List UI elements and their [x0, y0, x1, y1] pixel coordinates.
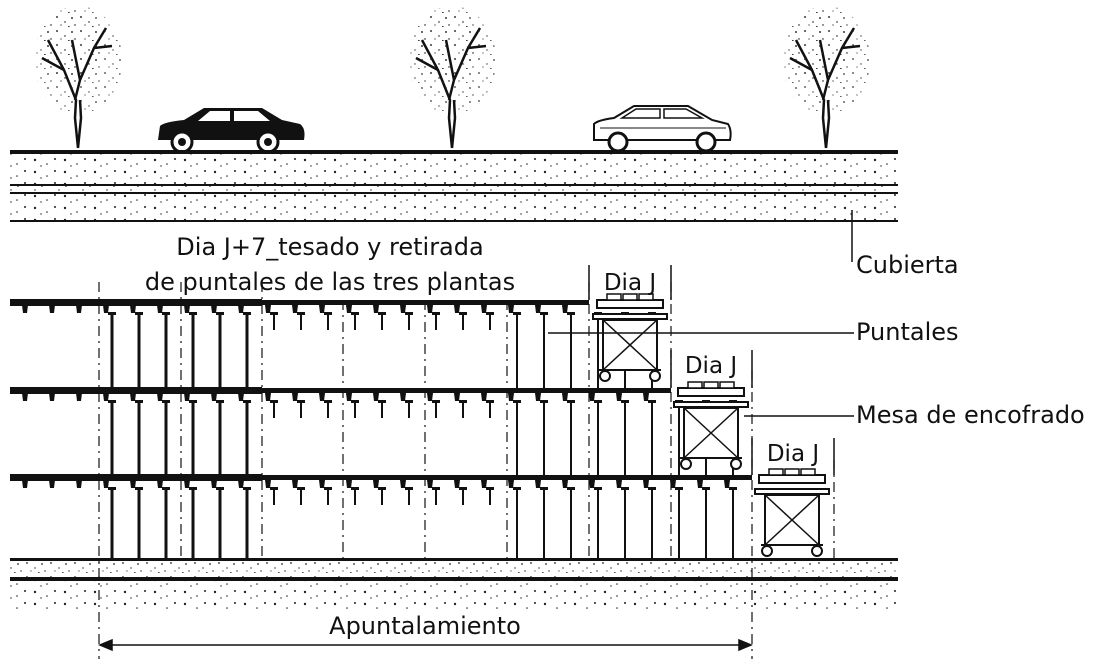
- leader-lines: [548, 332, 854, 417]
- prop: [486, 400, 494, 418]
- prop: [540, 312, 548, 388]
- prop: [432, 400, 440, 418]
- prop: [297, 312, 305, 330]
- formwork-table-icon: [592, 293, 830, 557]
- prop: [189, 312, 197, 388]
- tree-icon: [408, 6, 496, 149]
- prop: [378, 400, 386, 418]
- prop: [513, 487, 521, 558]
- prop: [486, 487, 494, 505]
- prop: [621, 400, 629, 475]
- prop: [270, 400, 278, 418]
- prop: [648, 487, 656, 558]
- prop: [108, 312, 116, 388]
- prop: [567, 487, 575, 558]
- formwork-table: [754, 468, 830, 557]
- prop: [216, 400, 224, 475]
- dimension-line: [98, 638, 753, 652]
- day-label-frames: [588, 265, 835, 475]
- prop-icon: [108, 312, 737, 558]
- label-cubierta: Cubierta: [856, 251, 959, 279]
- prop: [594, 487, 602, 558]
- floor-slab: [10, 474, 752, 488]
- prop: [324, 400, 332, 418]
- prop: [540, 400, 548, 475]
- prop: [351, 487, 359, 505]
- prop: [648, 400, 656, 475]
- prop: [108, 487, 116, 558]
- formwork-table: [592, 293, 668, 382]
- prop: [405, 487, 413, 505]
- prop: [621, 487, 629, 558]
- prop: [270, 487, 278, 505]
- prop: [675, 487, 683, 558]
- floor-slabs: [10, 299, 752, 488]
- phase-title-line2: de puntales de las tres plantas: [145, 268, 515, 296]
- prop: [324, 487, 332, 505]
- prop: [297, 487, 305, 505]
- day-label-3: Dia J: [767, 441, 819, 467]
- car-icon: [158, 108, 305, 154]
- label-puntales: Puntales: [856, 318, 959, 346]
- prop: [324, 312, 332, 330]
- prop: [378, 312, 386, 330]
- car-icon: [593, 105, 732, 153]
- street-level: [10, 6, 898, 262]
- phase-title-line1: Dia J+7_tesado y retirada: [176, 233, 483, 261]
- prop: [432, 487, 440, 505]
- prop: [432, 312, 440, 330]
- prop: [162, 312, 170, 388]
- prop: [243, 400, 251, 475]
- prop: [216, 487, 224, 558]
- prop: [216, 312, 224, 388]
- prop: [513, 400, 521, 475]
- day-label-2: Dia J: [685, 353, 737, 379]
- prop: [729, 487, 737, 558]
- prop: [378, 487, 386, 505]
- prop: [243, 487, 251, 558]
- prop: [135, 312, 143, 388]
- prop: [297, 400, 305, 418]
- prop: [162, 400, 170, 475]
- formwork-table: [673, 381, 749, 470]
- prop: [540, 487, 548, 558]
- floor-slab: [10, 299, 589, 313]
- prop: [108, 400, 116, 475]
- prop: [594, 400, 602, 475]
- prop: [459, 312, 467, 330]
- day-label-1: Dia J: [604, 270, 656, 296]
- prop: [459, 400, 467, 418]
- tree-icon: [782, 6, 870, 149]
- prop: [486, 312, 494, 330]
- prop: [567, 312, 575, 388]
- prop: [243, 312, 251, 388]
- prop: [351, 400, 359, 418]
- prop: [135, 487, 143, 558]
- prop: [162, 487, 170, 558]
- prop: [459, 487, 467, 505]
- tree-icon: [34, 6, 122, 149]
- prop: [189, 400, 197, 475]
- prop: [513, 312, 521, 388]
- prop: [702, 487, 710, 558]
- label-mesa-encofrado: Mesa de encofrado: [856, 401, 1085, 429]
- prop: [135, 400, 143, 475]
- label-apuntalamiento: Apuntalamiento: [329, 612, 521, 640]
- prop: [567, 400, 575, 475]
- prop: [405, 312, 413, 330]
- ground-slab: [10, 558, 898, 609]
- prop: [270, 312, 278, 330]
- prop: [351, 312, 359, 330]
- prop: [189, 487, 197, 558]
- prop: [405, 400, 413, 418]
- floor-slab: [10, 387, 671, 401]
